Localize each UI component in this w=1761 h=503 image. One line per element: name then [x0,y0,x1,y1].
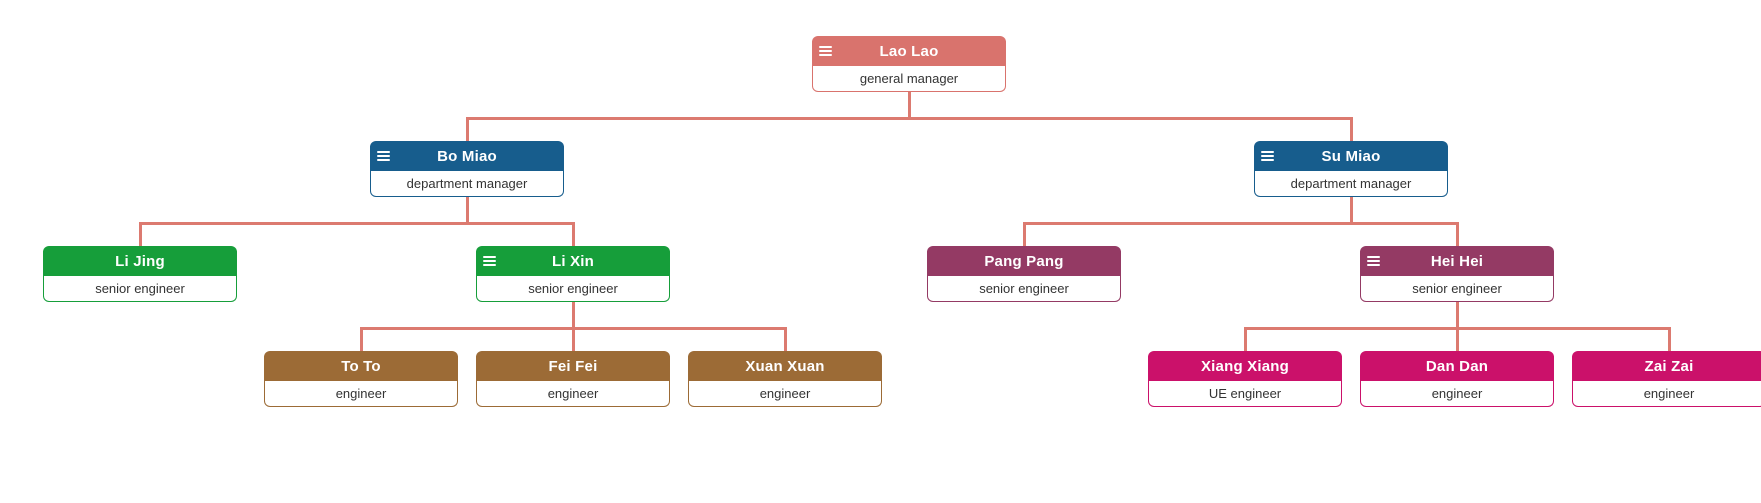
node-header: Li Jing [43,246,237,276]
menu-icon[interactable] [1367,256,1380,266]
children-of-su-miao: Pang Pang senior engineer Hei Hei [918,197,1761,407]
node-role: engineer [476,381,670,407]
org-node-hei-hei[interactable]: Hei Hei senior engineer [1360,246,1554,302]
node-header: Zai Zai [1572,351,1761,381]
org-node-fei-fei[interactable]: Fei Fei engineer [476,351,670,407]
node-role: UE engineer [1148,381,1342,407]
org-node-to-to[interactable]: To To engineer [264,351,458,407]
node-header: Xiang Xiang [1148,351,1342,381]
node-header: Bo Miao [370,141,564,171]
children-of-lao-lao: Bo Miao department manager Li Jing senio… [25,92,1761,407]
org-node-dan-dan[interactable]: Dan Dan engineer [1360,351,1554,407]
menu-icon[interactable] [377,151,390,161]
node-role: engineer [1360,381,1554,407]
branch-li-jing: Li Jing senior engineer [34,222,246,302]
org-node-bo-miao[interactable]: Bo Miao department manager [370,141,564,197]
node-name: Xiang Xiang [1200,357,1290,375]
node-name: Li Jing [115,252,165,270]
node-role: senior engineer [476,276,670,302]
branch-su-miao: Su Miao department manager Pang Pang sen… [909,117,1761,407]
branch-bo-miao: Bo Miao department manager Li Jing senio… [25,117,909,407]
org-node-pang-pang[interactable]: Pang Pang senior engineer [927,246,1121,302]
node-role: department manager [1254,171,1448,197]
node-header: Li Xin [476,246,670,276]
node-name: Bo Miao [437,147,497,165]
node-header: Xuan Xuan [688,351,882,381]
branch-hei-hei: Hei Hei senior engineer Xiang Xiang [1130,222,1761,407]
menu-icon[interactable] [1261,151,1274,161]
branch-to-to: To To engineer [255,327,467,407]
node-role: department manager [370,171,564,197]
menu-icon[interactable] [483,256,496,266]
node-role: engineer [1572,381,1761,407]
org-node-xuan-xuan[interactable]: Xuan Xuan engineer [688,351,882,407]
node-header: Pang Pang [927,246,1121,276]
org-node-li-xin[interactable]: Li Xin senior engineer [476,246,670,302]
node-header: Lao Lao [812,36,1006,66]
branch-zai-zai: Zai Zai engineer [1563,327,1761,407]
org-node-su-miao[interactable]: Su Miao department manager [1254,141,1448,197]
node-name: Zai Zai [1644,357,1694,375]
node-role: general manager [812,66,1006,92]
org-node-zai-zai[interactable]: Zai Zai engineer [1572,351,1761,407]
node-header: Hei Hei [1360,246,1554,276]
branch-fei-fei: Fei Fei engineer [467,327,679,407]
children-of-bo-miao: Li Jing senior engineer Li Xin [34,197,900,407]
org-node-li-jing[interactable]: Li Jing senior engineer [43,246,237,302]
node-name: Hei Hei [1430,252,1484,270]
branch-dan-dan: Dan Dan engineer [1351,327,1563,407]
branch-lao-lao: Lao Lao general manager Bo Miao departme… [25,36,1761,407]
node-header: Fei Fei [476,351,670,381]
branch-li-xin: Li Xin senior engineer To To [246,222,900,407]
node-name: To To [341,357,381,375]
node-name: Pang Pang [984,252,1064,270]
node-role: engineer [688,381,882,407]
node-role: engineer [264,381,458,407]
children-of-li-xin: To To engineer Fei Fei [255,302,891,407]
node-name: Su Miao [1321,147,1381,165]
tree-root: Lao Lao general manager Bo Miao departme… [25,36,1761,407]
node-name: Li Xin [551,252,595,270]
menu-icon[interactable] [819,46,832,56]
node-role: senior engineer [1360,276,1554,302]
node-name: Xuan Xuan [745,357,825,375]
node-name: Dan Dan [1425,357,1489,375]
node-header: Su Miao [1254,141,1448,171]
node-name: Lao Lao [879,42,939,60]
branch-pang-pang: Pang Pang senior engineer [918,222,1130,302]
org-chart: Lao Lao general manager Bo Miao departme… [25,36,1761,407]
children-of-hei-hei: Xiang Xiang UE engineer Dan Dan [1139,302,1761,407]
org-node-xiang-xiang[interactable]: Xiang Xiang UE engineer [1148,351,1342,407]
node-header: To To [264,351,458,381]
node-name: Fei Fei [548,357,598,375]
node-header: Dan Dan [1360,351,1554,381]
branch-xuan-xuan: Xuan Xuan engineer [679,327,891,407]
branch-xiang-xiang: Xiang Xiang UE engineer [1139,327,1351,407]
node-role: senior engineer [927,276,1121,302]
org-node-lao-lao[interactable]: Lao Lao general manager [812,36,1006,92]
node-role: senior engineer [43,276,237,302]
